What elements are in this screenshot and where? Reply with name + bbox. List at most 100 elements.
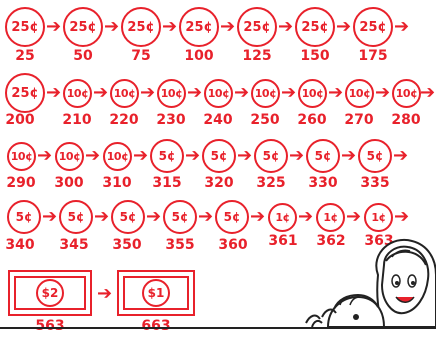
running-total: 220: [109, 112, 138, 128]
coin-penny: 1¢: [268, 203, 297, 232]
arrow-icon: ➔: [328, 84, 343, 102]
bill-denomination: $1: [142, 279, 170, 307]
running-total: 270: [344, 112, 373, 128]
running-total: 360: [218, 237, 247, 253]
running-total: 200: [5, 112, 34, 128]
cartoon-children-icon: [300, 235, 436, 339]
arrow-icon: ➔: [394, 18, 409, 36]
arrow-icon: ➔: [46, 18, 61, 36]
coin-dime: 10¢: [7, 142, 36, 171]
coin-quarter: 25¢: [295, 7, 335, 47]
running-total: 210: [62, 112, 91, 128]
coin-dime: 10¢: [110, 79, 139, 108]
coin-penny: 1¢: [364, 203, 393, 232]
running-total: 315: [152, 175, 181, 191]
running-total: 361: [268, 233, 297, 249]
arrow-icon: ➔: [341, 147, 356, 165]
arrow-icon: ➔: [198, 208, 213, 226]
running-total: 290: [6, 175, 35, 191]
running-total: 345: [59, 237, 88, 253]
arrow-icon: ➔: [420, 84, 435, 102]
running-total: 310: [102, 175, 131, 191]
arrow-icon: ➔: [104, 18, 119, 36]
bill-denomination: $2: [36, 279, 64, 307]
running-total: 50: [73, 48, 92, 64]
arrow-icon: ➔: [394, 208, 409, 226]
coin-dime: 10¢: [345, 79, 374, 108]
arrow-icon: ➔: [42, 208, 57, 226]
running-total: 75: [131, 48, 150, 64]
coin-nickel: 5¢: [150, 139, 184, 173]
running-total: 250: [250, 112, 279, 128]
arrow-icon: ➔: [46, 84, 61, 102]
running-total: 260: [297, 112, 326, 128]
coin-penny: 1¢: [316, 203, 345, 232]
coin-nickel: 5¢: [215, 200, 249, 234]
coin-nickel: 5¢: [59, 200, 93, 234]
running-total: 125: [242, 48, 271, 64]
arrow-icon: ➔: [346, 208, 361, 226]
running-total: 340: [5, 237, 34, 253]
coin-dime: 10¢: [103, 142, 132, 171]
coin-quarter: 25¢: [63, 7, 103, 47]
running-total: 355: [165, 237, 194, 253]
running-total: 150: [300, 48, 329, 64]
running-total: 330: [308, 175, 337, 191]
coin-nickel: 5¢: [358, 139, 392, 173]
bill-two-dollar: $2: [8, 270, 92, 316]
arrow-icon: ➔: [375, 84, 390, 102]
coin-dime: 10¢: [298, 79, 327, 108]
coin-dime: 10¢: [63, 79, 92, 108]
arrow-icon: ➔: [220, 18, 235, 36]
arrow-icon: ➔: [97, 285, 112, 303]
coin-quarter: 25¢: [353, 7, 393, 47]
arrow-icon: ➔: [281, 84, 296, 102]
running-total: 335: [360, 175, 389, 191]
coin-dime: 10¢: [251, 79, 280, 108]
coin-dime: 10¢: [204, 79, 233, 108]
bill-one-dollar: $1: [117, 270, 195, 316]
coin-quarter: 25¢: [179, 7, 219, 47]
running-total: 25: [15, 48, 34, 64]
coin-dime: 10¢: [157, 79, 186, 108]
running-total: 240: [203, 112, 232, 128]
running-total: 320: [204, 175, 233, 191]
coin-nickel: 5¢: [111, 200, 145, 234]
running-total: 300: [54, 175, 83, 191]
arrow-icon: ➔: [140, 84, 155, 102]
coin-nickel: 5¢: [202, 139, 236, 173]
coin-dime: 10¢: [55, 142, 84, 171]
running-total: 230: [156, 112, 185, 128]
arrow-icon: ➔: [146, 208, 161, 226]
arrow-icon: ➔: [298, 208, 313, 226]
running-total: 280: [391, 112, 420, 128]
running-total: 175: [358, 48, 387, 64]
coin-nickel: 5¢: [7, 200, 41, 234]
running-total: 350: [112, 237, 141, 253]
arrow-icon: ➔: [237, 147, 252, 165]
coin-nickel: 5¢: [163, 200, 197, 234]
arrow-icon: ➔: [336, 18, 351, 36]
coin-quarter: 25¢: [5, 73, 45, 113]
running-total: 100: [184, 48, 213, 64]
coin-quarter: 25¢: [5, 7, 45, 47]
arrow-icon: ➔: [85, 147, 100, 165]
coin-quarter: 25¢: [237, 7, 277, 47]
arrow-icon: ➔: [93, 84, 108, 102]
arrow-icon: ➔: [133, 147, 148, 165]
arrow-icon: ➔: [94, 208, 109, 226]
arrow-icon: ➔: [250, 208, 265, 226]
arrow-icon: ➔: [393, 147, 408, 165]
coin-nickel: 5¢: [306, 139, 340, 173]
arrow-icon: ➔: [162, 18, 177, 36]
running-total: 563: [35, 318, 64, 334]
coin-quarter: 25¢: [121, 7, 161, 47]
arrow-icon: ➔: [37, 147, 52, 165]
arrow-icon: ➔: [185, 147, 200, 165]
arrow-icon: ➔: [278, 18, 293, 36]
arrow-icon: ➔: [289, 147, 304, 165]
coin-dime: 10¢: [392, 79, 421, 108]
running-total: 663: [141, 318, 170, 334]
coin-nickel: 5¢: [254, 139, 288, 173]
running-total: 325: [256, 175, 285, 191]
